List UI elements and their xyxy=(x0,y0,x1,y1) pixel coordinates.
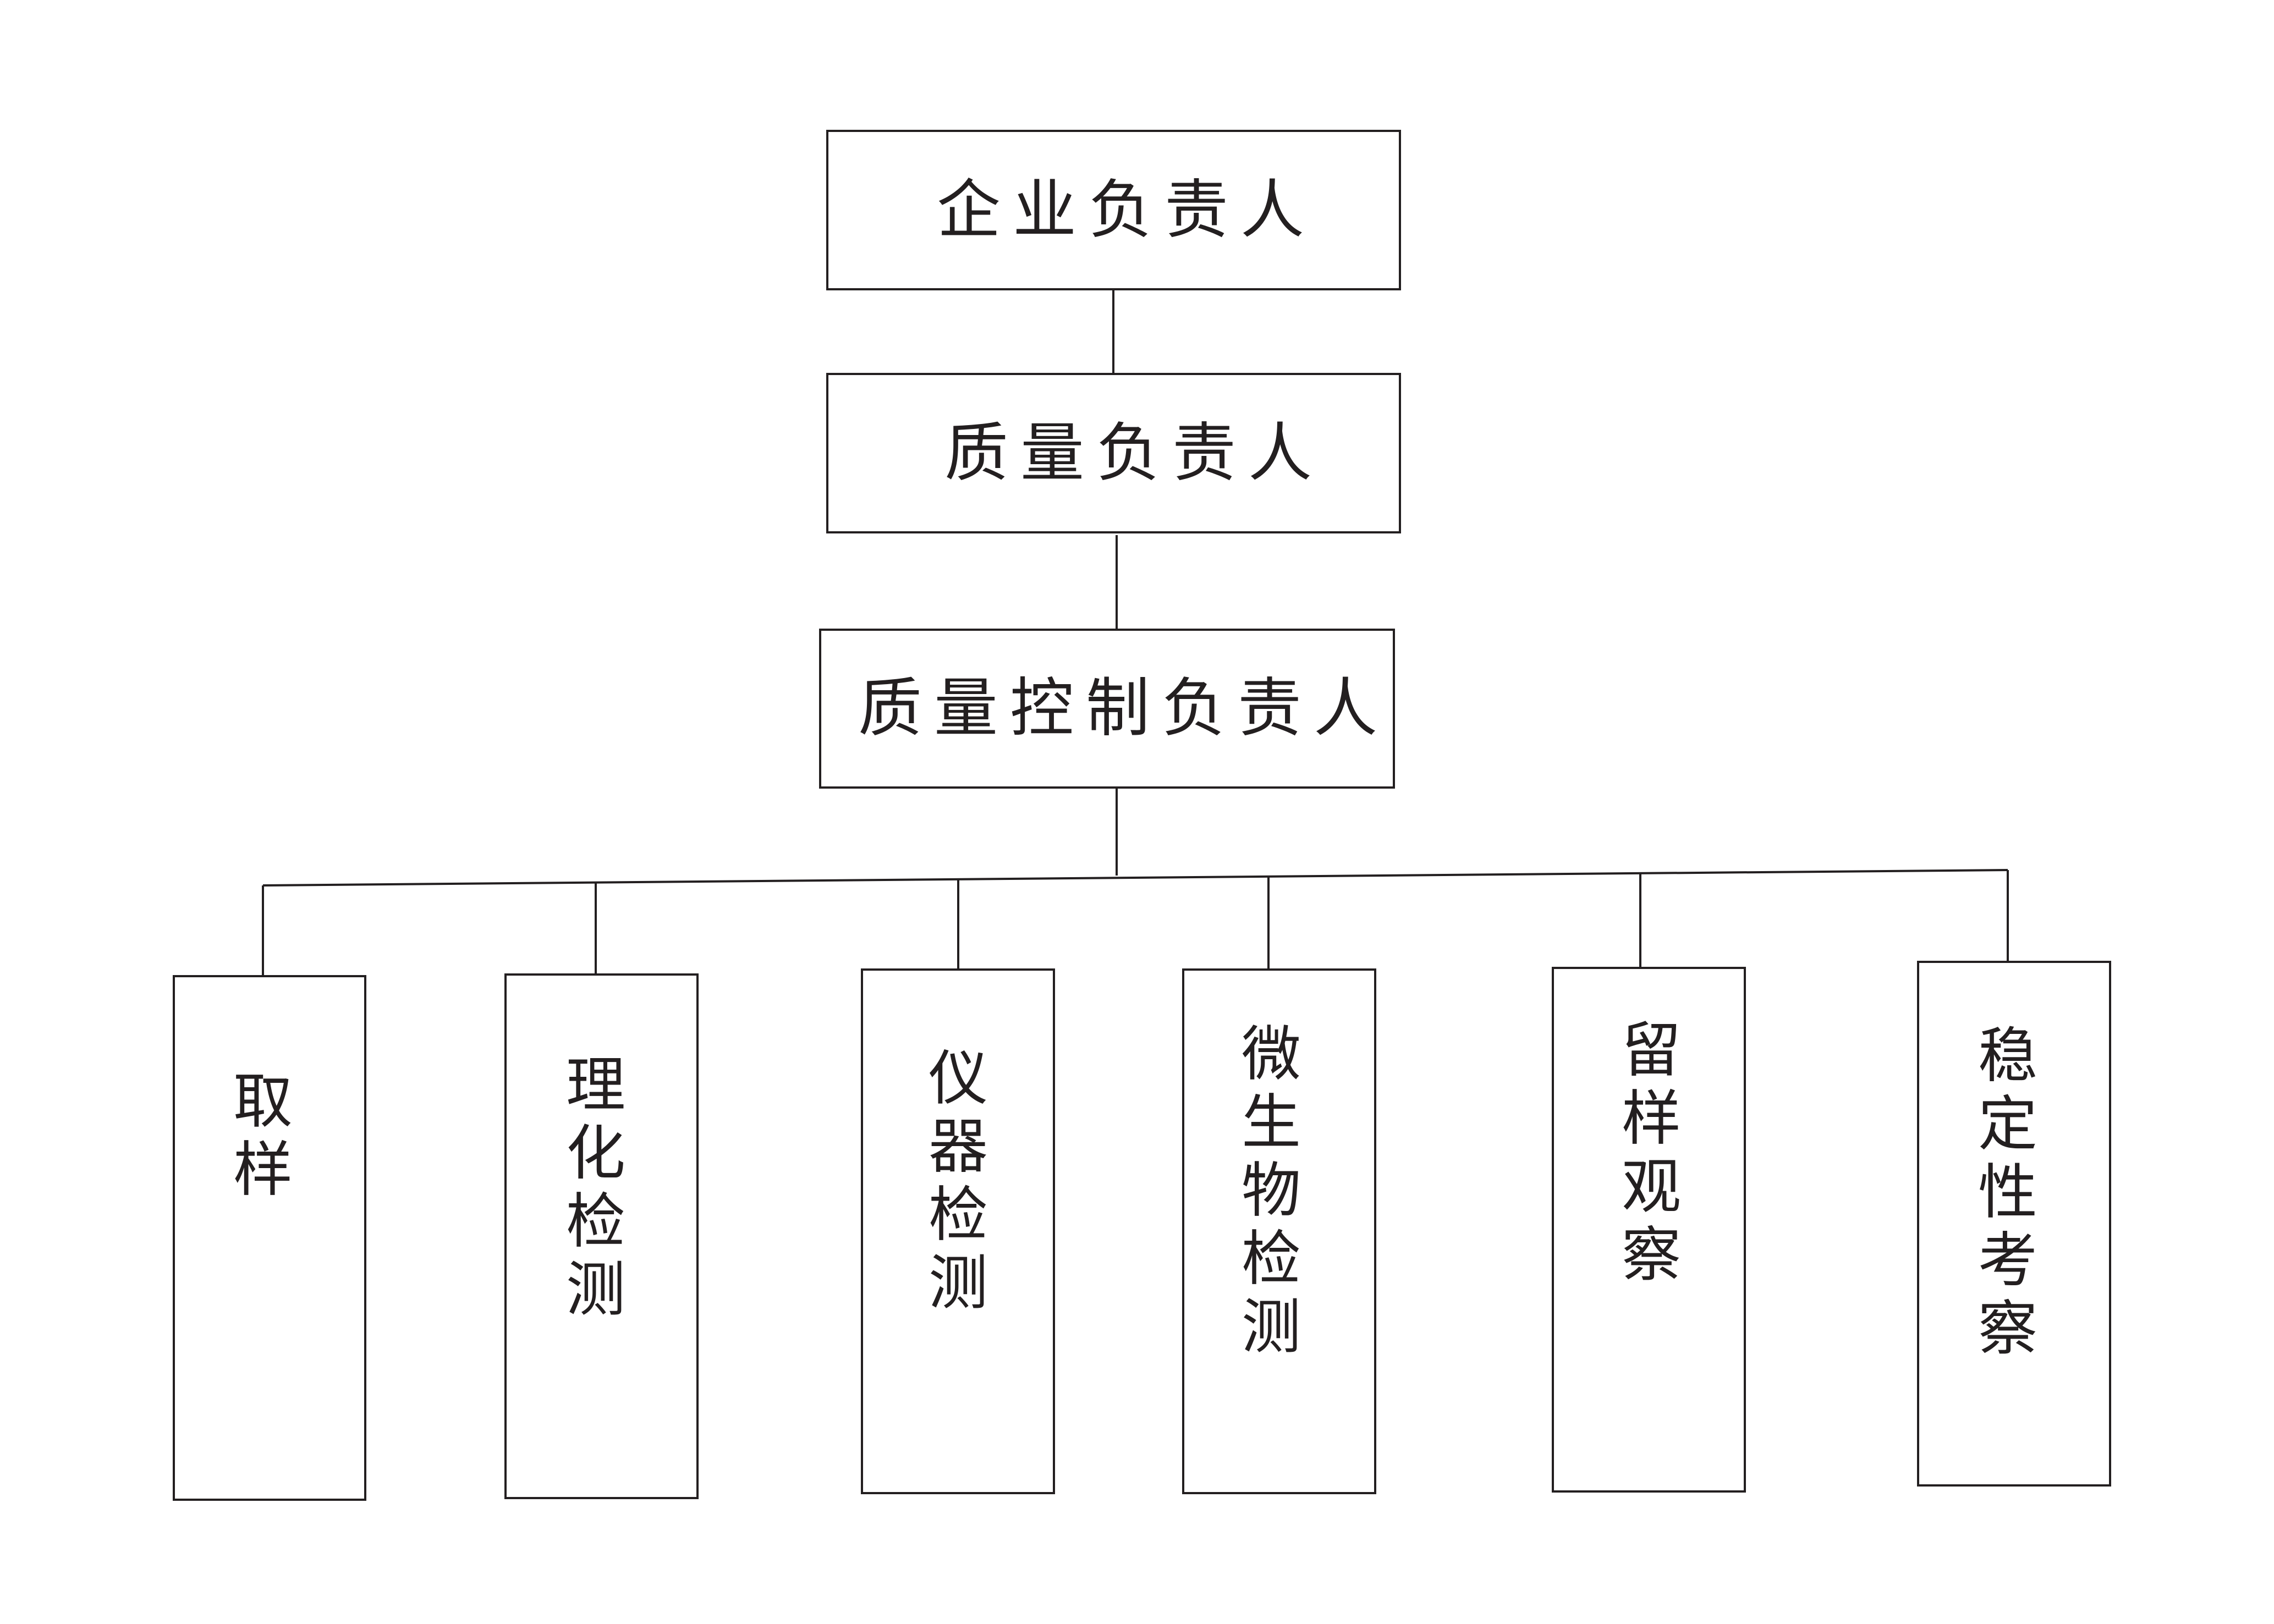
connectors xyxy=(262,290,2009,976)
horizontal-bus xyxy=(262,869,2008,887)
dept-box-4: 微生物检测 xyxy=(1182,968,1376,1494)
dept-label-2: 理化检测 xyxy=(566,1051,625,1324)
dept-box-1: 取样 xyxy=(173,975,366,1501)
dept-box-3: 仪器检测 xyxy=(861,968,1055,1494)
node-quality-head: 质量负责人 xyxy=(826,373,1401,533)
dept-box-2: 理化检测 xyxy=(504,973,699,1499)
dept-label-4: 微生物检测 xyxy=(1242,1020,1301,1362)
dept-label-6: 稳定性考察 xyxy=(1978,1022,2037,1363)
node-enterprise-head: 企业负责人 xyxy=(826,130,1401,290)
dept-label-1: 取样 xyxy=(233,1067,293,1204)
node-qc-head-label: 质量控制负责人 xyxy=(858,671,1389,746)
dept-label-5: 留样观察 xyxy=(1622,1016,1681,1290)
node-quality-head-label: 质量负责人 xyxy=(944,416,1324,491)
node-enterprise-head-label: 企业负责人 xyxy=(937,173,1316,247)
node-qc-head: 质量控制负责人 xyxy=(819,629,1395,789)
dept-box-5: 留样观察 xyxy=(1552,967,1746,1493)
dept-box-6: 稳定性考察 xyxy=(1917,961,2111,1487)
dept-label-3: 仪器检测 xyxy=(929,1044,988,1318)
